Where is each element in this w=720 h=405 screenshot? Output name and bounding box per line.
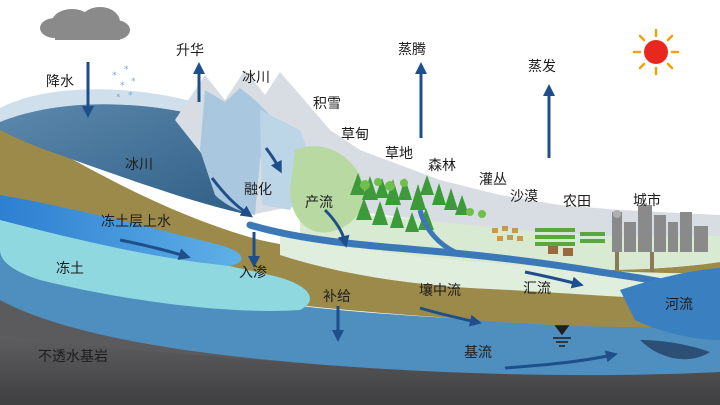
label-meadow: 草甸 <box>341 127 369 143</box>
flow-arrows <box>82 62 618 370</box>
aquifer-layer <box>0 240 720 376</box>
runoff-arrow <box>323 208 350 248</box>
label-precipitation: 降水 <box>46 74 74 90</box>
grassland <box>360 178 486 218</box>
farmland <box>492 226 523 241</box>
svg-text:*: * <box>131 77 136 87</box>
forest <box>350 173 469 232</box>
tributary <box>417 209 457 255</box>
label-grassland: 草地 <box>385 146 413 162</box>
sun-icon <box>632 28 680 76</box>
label-melt: 融化 <box>244 182 272 198</box>
label-forest: 森林 <box>428 158 456 174</box>
label-confluence: 汇流 <box>523 281 551 297</box>
farm-crops <box>535 228 605 246</box>
label-suprapermafrost-water: 冻土层上水 <box>101 214 171 230</box>
svg-text:*: * <box>112 71 117 81</box>
label-snowpack: 积雪 <box>313 96 341 112</box>
label-glacier-left: 冰川 <box>125 157 153 173</box>
label-transpiration: 蒸腾 <box>398 42 426 58</box>
label-runoff: 产流 <box>305 195 333 211</box>
label-bedrock: 不透水基岩 <box>38 349 108 365</box>
label-baseflow: 基流 <box>464 345 492 361</box>
snowflake-icons: *** *** <box>112 65 136 103</box>
label-farmland: 农田 <box>563 194 591 210</box>
suprapermafrost-water <box>0 195 242 266</box>
label-shrub: 灌丛 <box>479 172 507 188</box>
river-bay-dark <box>640 340 710 360</box>
svg-text:*: * <box>124 65 129 75</box>
confluence-arrow <box>524 270 584 289</box>
meadow <box>290 146 364 233</box>
label-sublimation: 升华 <box>176 43 204 59</box>
label-evaporation: 蒸发 <box>528 59 556 75</box>
houses <box>548 246 573 256</box>
label-infiltration: 入渗 <box>239 265 267 281</box>
water-table-icon <box>553 325 571 347</box>
valley-ground <box>280 235 720 300</box>
interflow-arrow <box>419 306 482 327</box>
city-roots <box>615 252 654 272</box>
label-river: 河流 <box>665 297 693 313</box>
suprapermafrost-arrow <box>119 238 191 261</box>
svg-text:*: * <box>120 81 125 91</box>
cloud-icon <box>40 7 130 40</box>
snow-slope <box>0 89 210 122</box>
label-permafrost: 冻土 <box>56 261 84 277</box>
label-desert: 沙漠 <box>510 189 538 205</box>
baseflow-arrow <box>504 350 618 370</box>
river-channel <box>246 221 694 294</box>
label-interflow: 壤中流 <box>419 283 461 299</box>
label-recharge: 补给 <box>323 289 351 305</box>
melt-arrow <box>210 177 253 218</box>
glacier-flow-arrow <box>264 147 282 174</box>
svg-text:*: * <box>128 91 133 101</box>
city <box>612 205 708 252</box>
label-city: 城市 <box>633 193 661 209</box>
river-bay <box>620 268 720 340</box>
svg-text:*: * <box>116 93 121 103</box>
label-glacier-top: 冰川 <box>242 70 270 86</box>
